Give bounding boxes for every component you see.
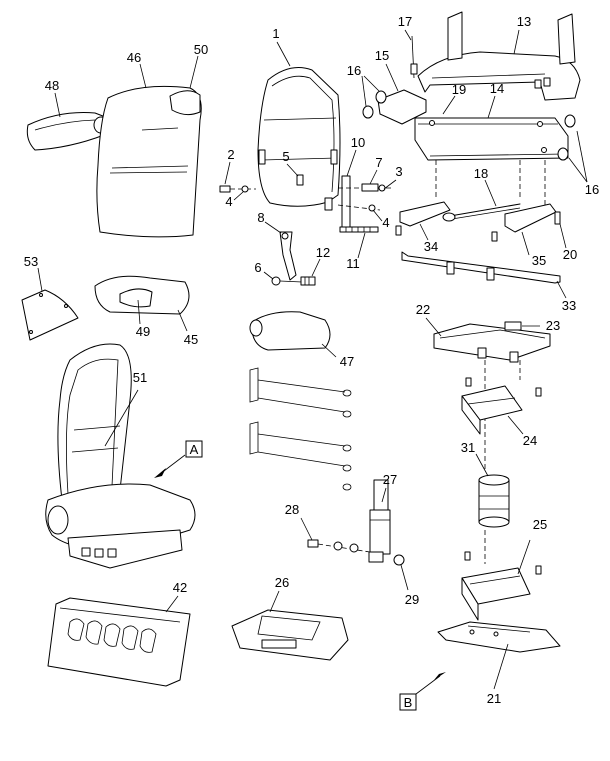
bolt-2 (219, 185, 256, 193)
callout-50: 50 (194, 42, 208, 57)
callout-31: 31 (461, 440, 475, 455)
callout-53: 53 (24, 254, 38, 269)
tie-bar-33 (401, 251, 561, 284)
callout-18: 18 (474, 166, 488, 181)
scissor-link-24 (461, 377, 542, 435)
callout-5: 5 (282, 149, 289, 164)
callout-42: 42 (173, 580, 187, 595)
view-a-label: A (190, 442, 199, 457)
release-handle-18 (442, 203, 521, 222)
callout-51: 51 (133, 370, 147, 385)
callout-3: 3 (395, 164, 402, 179)
bolt-5 (296, 174, 304, 186)
linkage-8 (271, 231, 316, 286)
callout-labels: 48 46 50 1 2 4 5 10 7 3 4 8 11 6 12 17 1… (24, 14, 599, 706)
callout-27: 27 (383, 472, 397, 487)
callout-16b: 16 (585, 182, 599, 197)
callout-1: 1 (272, 26, 279, 41)
pin-23 (504, 321, 522, 331)
backrest-cushion-46 (96, 85, 202, 238)
armrest-cover-48 (26, 112, 110, 151)
armrest-47 (249, 311, 331, 351)
callout-16a: 16 (347, 63, 361, 78)
seat-back-frame-1 (257, 67, 341, 211)
callout-21: 21 (487, 691, 501, 706)
callout-2: 2 (227, 147, 234, 162)
callout-33: 33 (562, 298, 576, 313)
callout-12: 12 (316, 245, 330, 260)
callout-29: 29 (405, 592, 419, 607)
callout-23: 23 (546, 318, 560, 333)
view-b-box (399, 693, 417, 711)
callout-19: 19 (452, 82, 466, 97)
callout-34: 34 (424, 239, 438, 254)
seat-pan-14 (414, 117, 569, 161)
callout-24: 24 (523, 433, 537, 448)
callout-26: 26 (275, 575, 289, 590)
callout-4b: 4 (382, 215, 389, 230)
callout-6: 6 (254, 260, 261, 275)
nut-29 (393, 554, 405, 566)
callout-48: 48 (45, 78, 59, 93)
view-a-box (185, 440, 203, 458)
pin-17 (410, 35, 418, 79)
callout-46: 46 (127, 50, 141, 65)
bolt-28 (307, 539, 371, 553)
washer-16-left (362, 90, 387, 119)
lumbar-cushion-45 (94, 275, 190, 315)
callout-4a: 4 (225, 194, 232, 209)
scissor-base-25 (461, 551, 542, 621)
view-b-label: B (404, 695, 413, 710)
rail-35 (491, 203, 561, 242)
shock-absorber-27 (368, 479, 391, 563)
callout-8: 8 (257, 210, 264, 225)
callout-14: 14 (490, 81, 504, 96)
rail-34 (395, 201, 451, 236)
spring-31 (478, 474, 510, 528)
callout-28: 28 (285, 502, 299, 517)
side-panel-53 (21, 289, 79, 341)
callout-35: 35 (532, 253, 546, 268)
bracket-15 (377, 89, 427, 125)
callout-11: 11 (346, 256, 360, 271)
callout-13: 13 (517, 14, 531, 29)
support-rods (249, 367, 352, 491)
callout-15: 15 (375, 48, 389, 63)
washer-16-right (557, 114, 576, 161)
callout-17: 17 (398, 14, 412, 29)
callout-22: 22 (416, 302, 430, 317)
callout-45: 45 (184, 332, 198, 347)
view-b-arrow (434, 672, 446, 680)
seat-frame-13 (417, 11, 581, 101)
callout-20: 20 (563, 247, 577, 262)
callout-25: 25 (533, 517, 547, 532)
callout-49: 49 (136, 324, 150, 339)
base-plate-26 (231, 609, 349, 661)
callout-47: 47 (340, 354, 354, 369)
mount-plate-22 (433, 323, 551, 363)
seat-assembly-51 (45, 343, 196, 569)
control-panel-42 (47, 597, 191, 687)
callout-10: 10 (351, 135, 365, 150)
view-a-arrow (154, 468, 166, 478)
floor-base-21 (437, 621, 561, 653)
callout-7: 7 (375, 155, 382, 170)
